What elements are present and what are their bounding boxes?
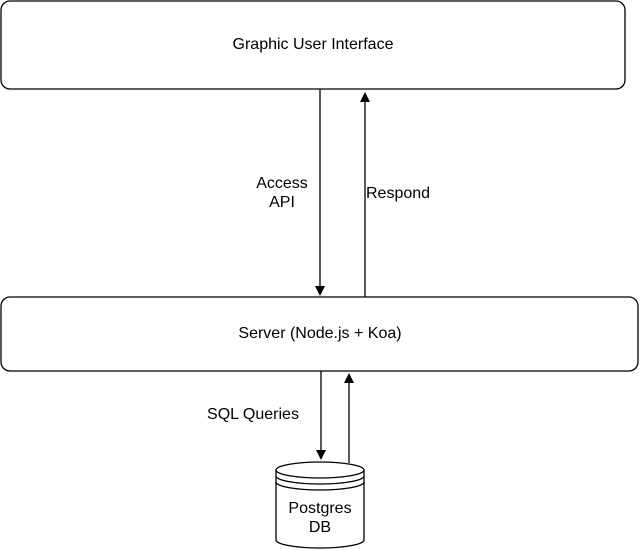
gui-node bbox=[0, 0, 626, 90]
access-api-label: Access API bbox=[256, 175, 308, 211]
database-node-label: Postgres DB bbox=[288, 500, 352, 536]
access-api-arrow bbox=[315, 89, 325, 296]
respond-label: Respond bbox=[366, 185, 431, 202]
sql-queries-arrow bbox=[316, 371, 326, 460]
db-return-arrow bbox=[344, 373, 354, 463]
server-node bbox=[0, 296, 639, 372]
sql-queries-label: SQL Queries bbox=[207, 406, 299, 423]
gui-node-label: Graphic User Interface bbox=[232, 36, 394, 53]
server-node-label: Server (Node.js + Koa) bbox=[238, 325, 402, 342]
database-node bbox=[275, 461, 365, 549]
respond-arrow bbox=[360, 92, 370, 297]
